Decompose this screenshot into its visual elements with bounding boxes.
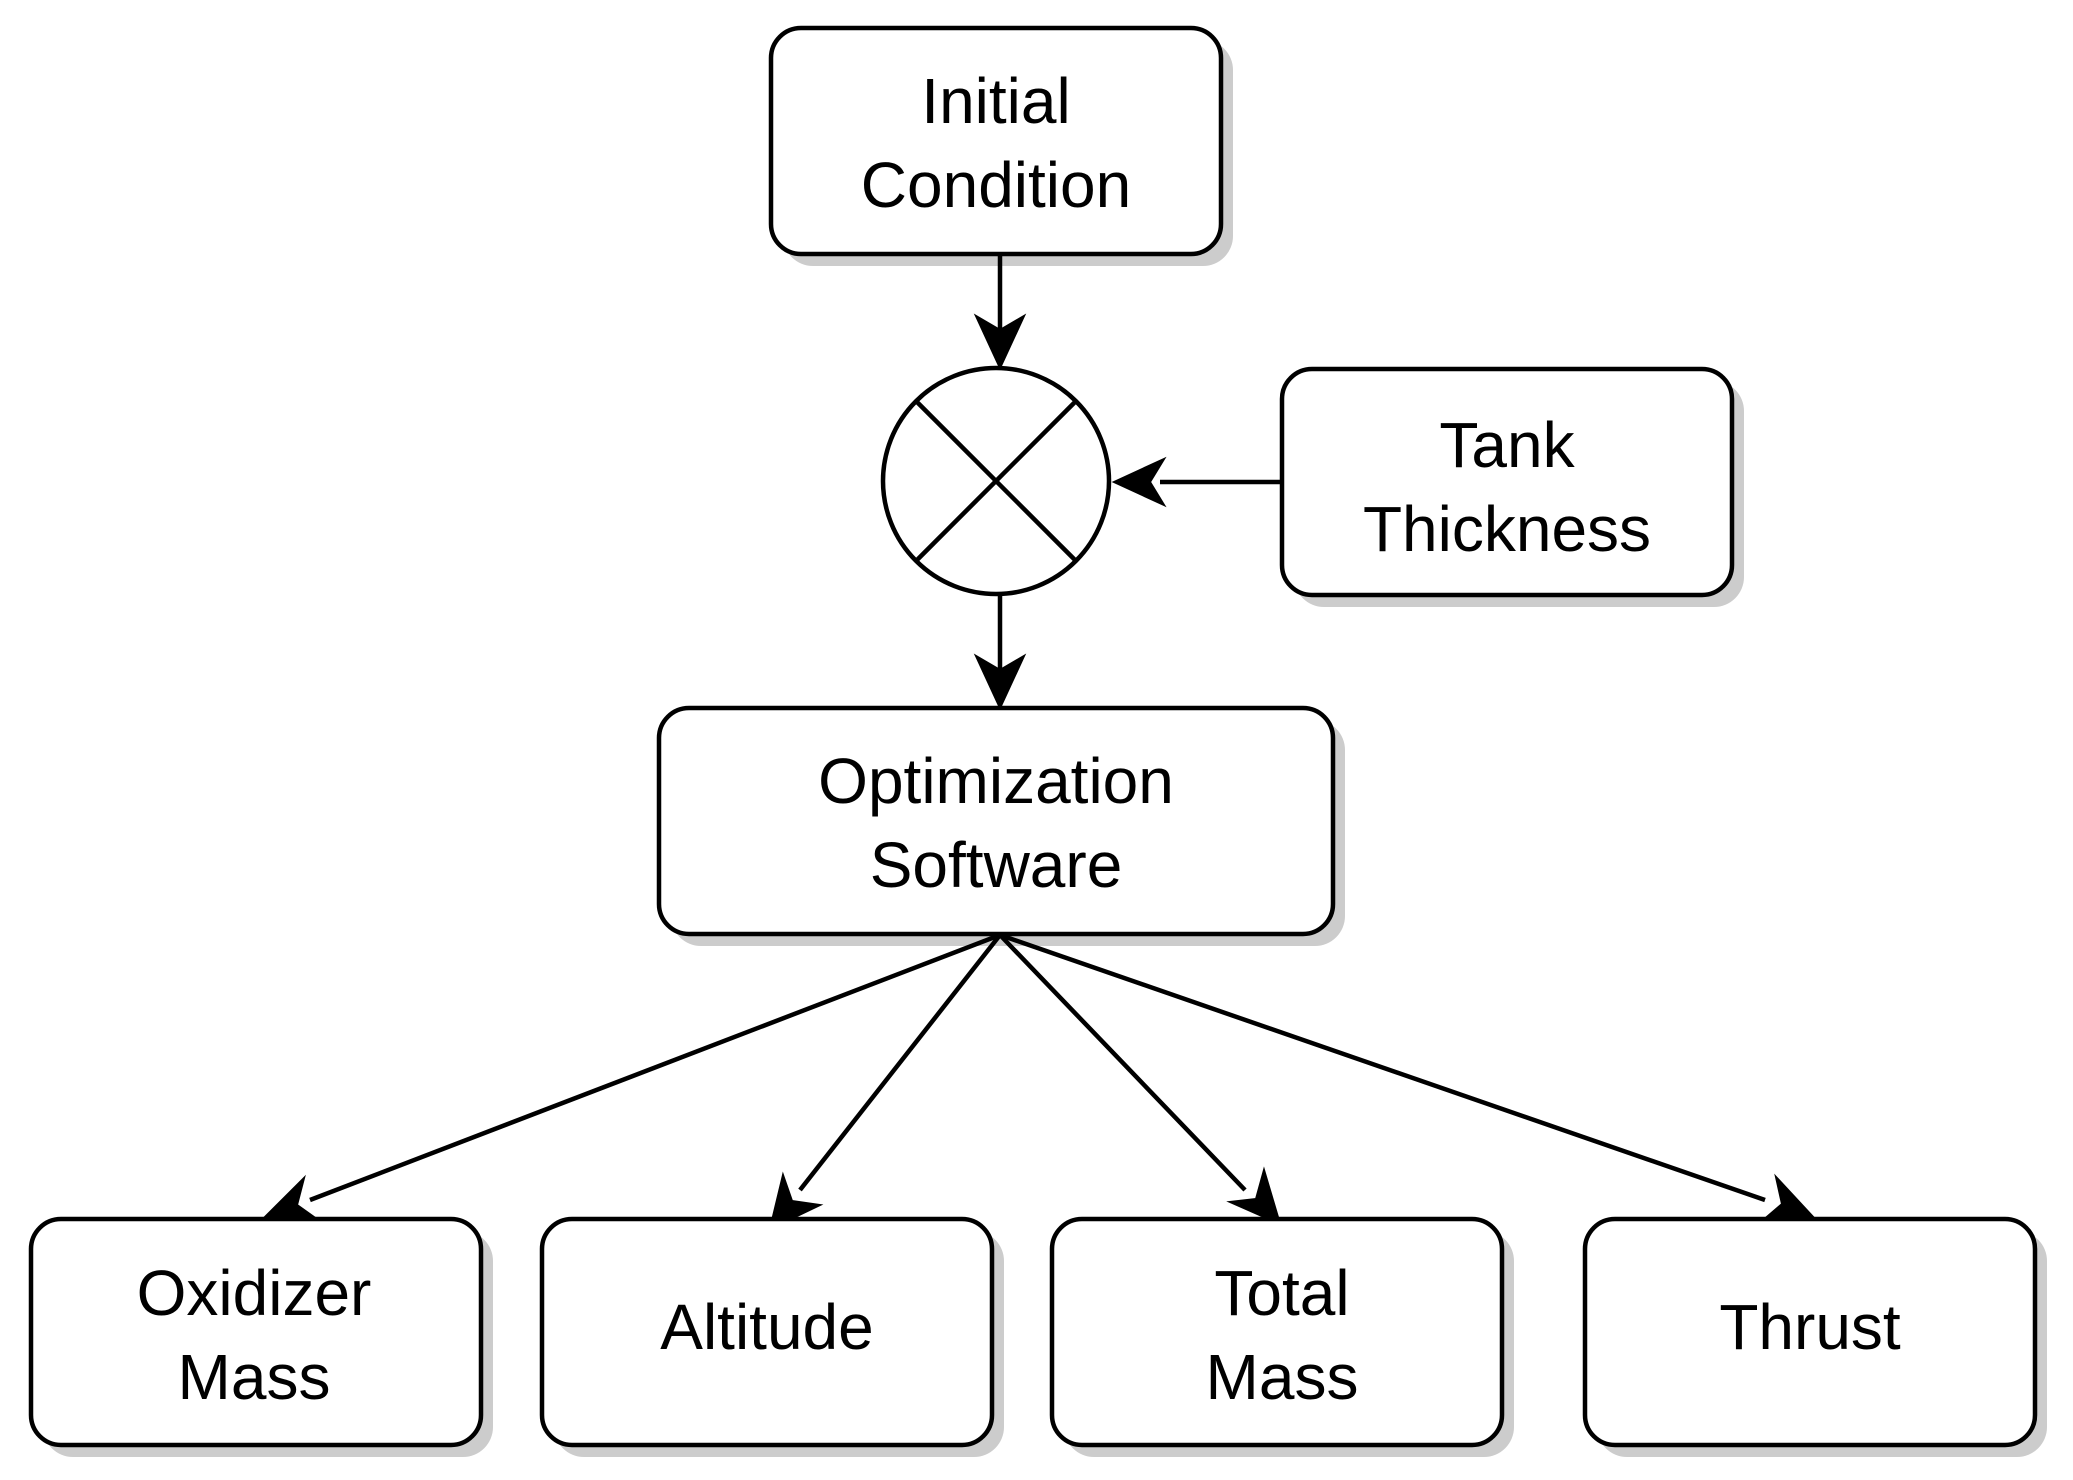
node-initial-condition-line2: Condition <box>861 149 1131 221</box>
edge-opt-to-total-mass <box>998 933 1247 1192</box>
node-altitude: Altitude <box>539 1216 995 1448</box>
edge-opt-to-oxidizer <box>309 932 1001 1203</box>
node-initial-condition-line1: Initial <box>921 65 1070 137</box>
node-total-mass-line1: Total <box>1214 1257 1349 1329</box>
arrowheads <box>262 313 1818 1231</box>
edges <box>309 255 1766 1203</box>
node-optimization-software-line1: Optimization <box>818 745 1174 817</box>
arrowhead-to-thrust <box>1758 1173 1818 1224</box>
edge-opt-to-altitude <box>798 933 1002 1192</box>
arrowhead-to-total-mass <box>1226 1166 1282 1226</box>
arrowhead-to-optimization <box>973 653 1027 711</box>
node-total-mass-line2: Mass <box>1206 1341 1359 1413</box>
arrowhead-to-altitude <box>768 1171 824 1231</box>
node-tank-thickness: Tank Thickness <box>1279 366 1735 598</box>
node-optimization-software-line2: Software <box>870 829 1123 901</box>
node-total-mass: Total Mass <box>1049 1216 1505 1448</box>
node-optimization-software: Optimization Software <box>656 705 1336 937</box>
node-oxidizer-mass-line1: Oxidizer <box>137 1257 372 1329</box>
node-tank-thickness-line2: Thickness <box>1363 493 1651 565</box>
arrowhead-to-mixer <box>973 313 1027 371</box>
node-thrust-label: Thrust <box>1719 1291 1901 1363</box>
node-oxidizer-mass: Oxidizer Mass <box>28 1216 484 1448</box>
mixer-junction <box>880 365 1112 597</box>
arrowhead-to-mixer-from-tank <box>1111 456 1167 508</box>
node-altitude-label: Altitude <box>660 1291 873 1363</box>
node-thrust: Thrust <box>1582 1216 2038 1448</box>
edge-opt-to-thrust <box>999 932 1766 1203</box>
node-initial-condition: Initial Condition <box>768 25 1224 257</box>
node-tank-thickness-line1: Tank <box>1439 409 1575 481</box>
mixer-cross-line-b <box>914 399 1078 563</box>
node-oxidizer-mass-line2: Mass <box>178 1341 331 1413</box>
